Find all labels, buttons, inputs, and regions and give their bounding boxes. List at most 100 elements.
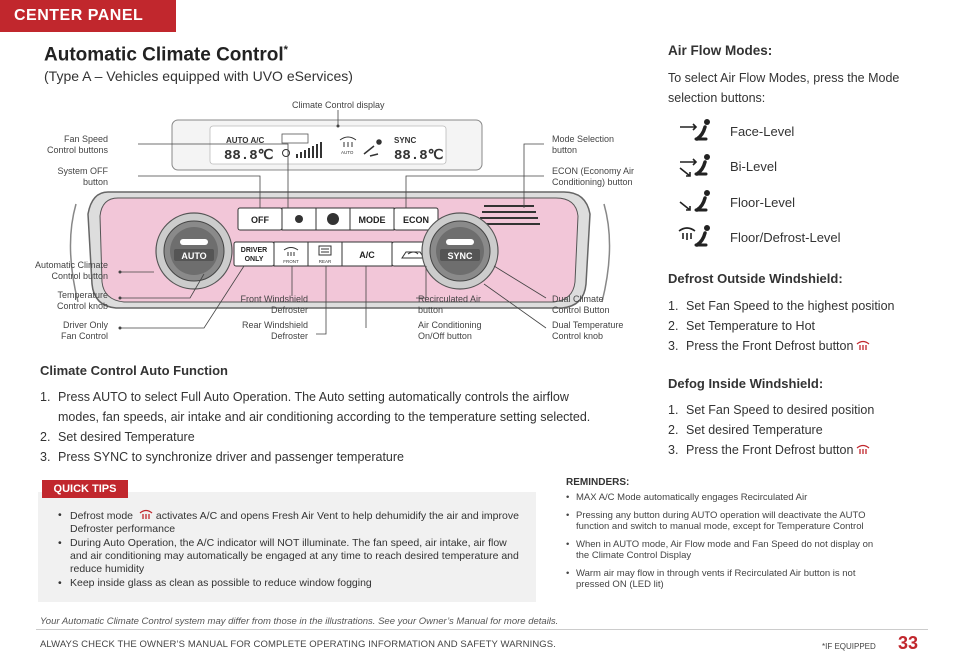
callout-dual-btn-l2: Control Button <box>552 304 610 315</box>
callout-temp-knob: Temperature Control knob <box>34 290 108 311</box>
leader-lines <box>120 110 547 335</box>
screen-left-labels: AUTO A/C <box>226 136 264 145</box>
airflow-mode-bi: Bi-Level <box>676 151 777 181</box>
airflow-mode-label: Floor/Defrost-Level <box>730 229 841 245</box>
callout-econ-l2: Conditioning) button <box>552 176 633 187</box>
airflow-mode-floor: Floor-Level <box>676 187 795 217</box>
reminders-list: MAX A/C Mode automatically engages Recir… <box>566 492 886 597</box>
sync-button-label: SYNC <box>447 251 473 261</box>
step-num: 2. <box>668 423 679 437</box>
list-item: Keep inside glass as clean as possible t… <box>58 577 526 590</box>
quick-tips-badge: QUICK TIPS <box>42 480 128 498</box>
list-item: 3.Press SYNC to synchronize driver and p… <box>40 447 600 467</box>
disclaimer: Your Automatic Climate Control system ma… <box>40 616 559 627</box>
temperature-knob-left: AUTO <box>155 212 233 290</box>
defog-inside-steps: 1. Set Fan Speed to desired position 2. Se… <box>668 400 928 460</box>
callout-ac: Air Conditioning On/Off button <box>418 320 482 341</box>
front-defrost-icon <box>139 509 153 519</box>
driver-only-label-1: DRIVER <box>241 247 267 254</box>
step-text: Set Fan Speed to the highest position <box>686 299 895 313</box>
callout-rear-defrost-l1: Rear Windshield <box>241 320 308 330</box>
list-item: 2.Set Temperature to Hot <box>668 316 928 336</box>
quick-tips-list: Defrost mode activates A/C and opens Fre… <box>58 509 526 591</box>
callout-recirc: Recirculated Air button <box>418 294 481 315</box>
defrost-outside-heading: Defrost Outside Windshield: <box>668 271 843 286</box>
step-text-cont: modes, fan speeds, air intake and air co… <box>58 410 591 424</box>
step-text: Press the Front Defrost button <box>686 443 854 457</box>
callout-dual-knob-l1: Dual Temperature <box>552 320 624 330</box>
list-item: Defrost mode activates A/C and opens Fre… <box>58 509 526 536</box>
callout-auto-l2: Control button <box>51 270 108 281</box>
tip-text: Defrost mode <box>70 510 134 522</box>
temperature-knob-right: SYNC <box>421 212 499 290</box>
air-flow-intro-l2: selection buttons: <box>668 91 766 105</box>
step-num: 3. <box>40 450 51 464</box>
callout-econ: ECON (Economy Air Conditioning) button <box>552 166 634 187</box>
footer-divider <box>36 629 928 630</box>
step-text: Set Fan Speed to desired position <box>686 403 875 417</box>
screen-right-temp: 88.8℃ <box>394 148 444 164</box>
upper-button-row: OFF MODE ECON <box>237 207 439 231</box>
list-item: 1.Set Fan Speed to the highest position <box>668 296 928 316</box>
step-text: Set desired Temperature <box>686 423 823 437</box>
callout-temp-knob-l1: Temperature <box>57 290 108 300</box>
callout-econ-l1: ECON (Economy Air <box>552 166 635 176</box>
page-title: Automatic Climate Control* <box>44 44 288 66</box>
bi-level-icon <box>679 154 710 177</box>
front-defrost-icon <box>857 444 870 454</box>
list-item: 1.Press AUTO to select Full Auto Operati… <box>40 387 600 427</box>
airflow-mode-label: Bi-Level <box>730 158 777 174</box>
callout-recirc-l2: button <box>418 304 444 315</box>
callout-mode-l2: button <box>552 144 578 155</box>
tip-text: activates A/C and opens Fresh Air Vent t… <box>70 510 519 535</box>
auto-button-label: AUTO <box>181 251 206 261</box>
page-title-text: Automatic Climate Control <box>44 44 284 66</box>
screen-defrost-icon <box>339 136 357 147</box>
step-num: 2. <box>668 319 679 333</box>
tip-text: Keep inside glass as clean as possible t… <box>70 577 372 589</box>
list-item: 3.Press the Front Defrost button <box>668 336 928 356</box>
if-equipped-note: *IF EQUIPPED <box>822 642 876 651</box>
fan-bars-icon <box>296 142 322 158</box>
air-flow-intro-l1: To select Air Flow Modes, press the Mode <box>668 71 900 85</box>
callout-auto: Automatic Climate Control button <box>34 260 108 281</box>
list-item: Warm air may flow in through vents if Re… <box>566 568 886 591</box>
callout-system-off: System OFF button <box>34 166 108 187</box>
page-number: 33 <box>898 633 919 653</box>
mode-button-label: MODE <box>359 215 386 225</box>
defrost-outside-steps: 1.Set Fan Speed to the highest position … <box>668 296 928 356</box>
rear-defrost-button-icon <box>318 245 332 256</box>
step-num: 2. <box>40 430 51 444</box>
section-tab: CENTER PANEL <box>0 0 176 32</box>
list-item: When in AUTO mode, Air Flow mode and Fan… <box>566 539 886 562</box>
callout-ac-l2: On/Off button <box>418 330 472 341</box>
callout-mode-l1: Mode Selection <box>552 134 615 144</box>
title-asterisk: * <box>283 44 288 56</box>
callout-front-defrost-l2: Defroster <box>270 304 308 315</box>
off-button-label: OFF <box>251 215 269 225</box>
step-text: Press AUTO to select Full Auto Operation… <box>58 390 569 404</box>
list-item: 3.Press the Front Defrost button <box>668 440 928 460</box>
step-text: Set desired Temperature <box>58 430 195 444</box>
footer-warning: ALWAYS CHECK THE OWNER’S MANUAL FOR COMP… <box>40 639 556 650</box>
front-defrost-icon <box>857 340 870 350</box>
fan-up-icon <box>327 213 339 225</box>
step-num: 1. <box>668 403 679 417</box>
callout-dual-btn: Dual Climate Control Button <box>552 294 610 315</box>
airflow-mode-face: Face-Level <box>676 116 794 146</box>
callout-fan-speed-l2: Control buttons <box>46 144 108 155</box>
callout-temp-knob-l2: Control knob <box>56 300 108 311</box>
recirc-button-icon <box>401 251 425 259</box>
list-item: During Auto Operation, the A/C indicator… <box>58 537 526 576</box>
list-item: 1. Set Fan Speed to desired position <box>668 400 928 420</box>
callout-dual-btn-l1: Dual Climate <box>552 294 604 304</box>
air-flow-heading: Air Flow Modes: <box>668 43 773 58</box>
screen-right-label: SYNC <box>394 136 416 145</box>
callout-rear-defrost: Rear Windshield Defroster <box>220 320 308 341</box>
callout-ac-l1: Air Conditioning <box>418 320 482 330</box>
auto-function-heading: Climate Control Auto Function <box>40 363 228 378</box>
callout-display: Climate Control display <box>292 100 385 110</box>
lower-button-row: DRIVER ONLY FRONT REAR A/C <box>233 241 439 267</box>
list-item: MAX A/C Mode automatically engages Recir… <box>566 492 886 504</box>
tip-text: During Auto Operation, the A/C indicator… <box>70 537 519 575</box>
